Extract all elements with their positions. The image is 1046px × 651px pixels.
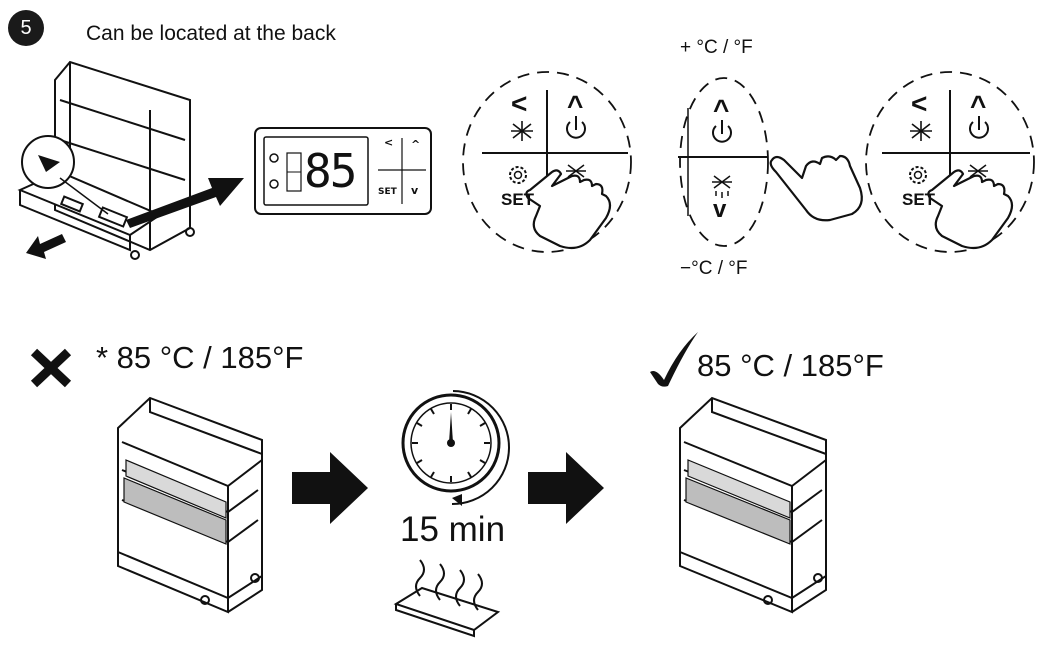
- zoom1-up-arrow: ^: [567, 90, 584, 121]
- pull-out-arrow: [26, 234, 66, 259]
- timer-duration: 15 min: [400, 510, 506, 549]
- panel-set-label: SET: [378, 187, 397, 197]
- zoom3-left-arrow: <: [911, 88, 928, 119]
- hand-pointer-icon: [769, 154, 863, 222]
- snowflake-icon: [511, 121, 533, 141]
- arrow-right-icon: [528, 452, 604, 524]
- keypad-zoom-set: [462, 71, 632, 253]
- panel-down-arrow: v: [411, 184, 419, 197]
- clock-icon: [401, 390, 510, 506]
- power-icon: [566, 116, 586, 139]
- cabinet-after: [679, 396, 827, 614]
- power-icon: [712, 120, 732, 143]
- zoom1-left-arrow: <: [511, 88, 528, 119]
- zoom-lens: [21, 135, 109, 215]
- step-caption: Can be located at the back: [86, 22, 336, 45]
- zoom3-set-label: SET: [902, 190, 936, 209]
- keypad-zoom-confirm: [865, 71, 1035, 253]
- initial-temperature: * 85 °C / 185°F: [96, 340, 304, 375]
- zoom1-set-label: SET: [501, 190, 535, 209]
- zoom2-down-arrow: v: [713, 196, 727, 223]
- zoom-to-display-arrow: [126, 178, 244, 228]
- zoom3-up-arrow: ^: [970, 90, 987, 121]
- cross-mark-icon: [30, 348, 72, 388]
- panel-up-arrow: ^: [411, 138, 421, 151]
- heat-waves-icon: [393, 559, 501, 638]
- arrow-right-icon: [292, 452, 368, 524]
- cabinet-before: [117, 396, 263, 614]
- power-icon: [969, 116, 989, 139]
- hand-pointer-icon: [525, 169, 612, 250]
- snowflake-icon: [910, 121, 932, 141]
- temperature-decrease-label: −°C / °F: [680, 258, 748, 279]
- controller-display-reading: 85: [304, 144, 357, 198]
- zoom2-up-arrow: ^: [713, 94, 730, 125]
- controller-panel: [254, 127, 432, 215]
- step-number-badge: 5: [8, 10, 44, 46]
- check-mark-icon: [650, 332, 698, 387]
- keypad-zoom-updown: [678, 77, 863, 247]
- gear-icon: [909, 166, 927, 184]
- hand-pointer-icon: [927, 169, 1014, 250]
- target-temperature: 85 °C / 185°F: [697, 348, 884, 383]
- panel-left-arrow: <: [384, 136, 394, 149]
- defrost-icon: [712, 175, 732, 198]
- temperature-increase-label: + °C / °F: [680, 37, 753, 58]
- gear-icon: [509, 166, 527, 184]
